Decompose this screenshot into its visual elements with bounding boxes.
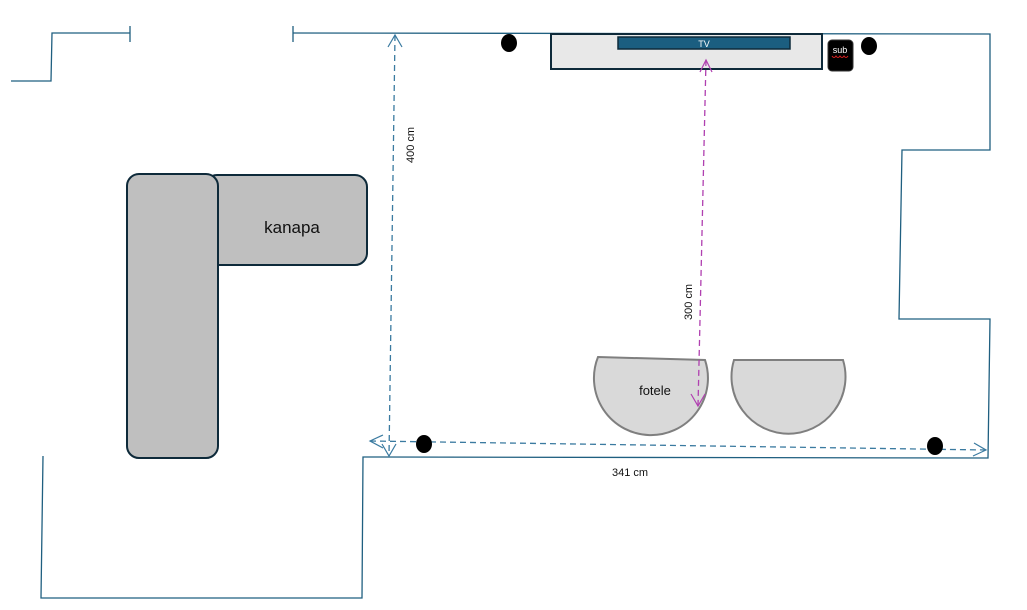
arrow-head-up-purple-icon <box>699 58 713 73</box>
subwoofer-label: sub <box>833 45 848 55</box>
tv-screen <box>617 36 791 50</box>
subwoofer: sub <box>827 39 854 72</box>
sofa: kanapa <box>126 173 368 459</box>
armchair-label: fotele <box>639 383 671 398</box>
dimension-line-depth <box>388 34 396 457</box>
arrow-head-down-purple-icon <box>690 393 706 408</box>
subwoofer-wave-icon <box>831 55 849 58</box>
dimension-line-width <box>369 440 987 451</box>
arrow-head-up-icon <box>387 33 403 48</box>
dimension-room-depth: 400 cm <box>381 33 417 458</box>
armchairs: fotele <box>593 355 847 437</box>
arrow-head-left-icon <box>368 434 384 449</box>
arrow-head-down-icon <box>381 443 397 458</box>
arrow-head-right-icon <box>972 442 988 457</box>
dimension-room-width: 341 cm <box>368 434 988 479</box>
armchair-right <box>730 359 847 435</box>
dimension-line-tv-seating <box>697 59 707 407</box>
dimension-label-width: 341 cm <box>612 467 648 479</box>
speakers <box>416 34 943 455</box>
speaker-front-left-icon <box>501 34 517 52</box>
dimension-label-depth: 400 cm <box>405 127 417 163</box>
speaker-rear-left-icon <box>416 435 432 453</box>
tv-unit: TV <box>550 33 823 70</box>
speaker-rear-right-icon <box>927 437 943 455</box>
subwoofer-box <box>827 39 854 72</box>
sofa-label: kanapa <box>264 218 320 237</box>
tv-label: TV <box>698 39 710 49</box>
speaker-front-right-icon <box>861 37 877 55</box>
dimension-tv-to-seating: 300 cm <box>683 58 713 408</box>
dimension-label-tv-seating: 300 cm <box>683 284 695 320</box>
wall-top-right-outline <box>40 32 991 599</box>
sofa-main-section <box>126 173 219 459</box>
armchair-left <box>593 355 709 437</box>
walls <box>11 26 991 599</box>
wall-top-left <box>11 32 130 82</box>
